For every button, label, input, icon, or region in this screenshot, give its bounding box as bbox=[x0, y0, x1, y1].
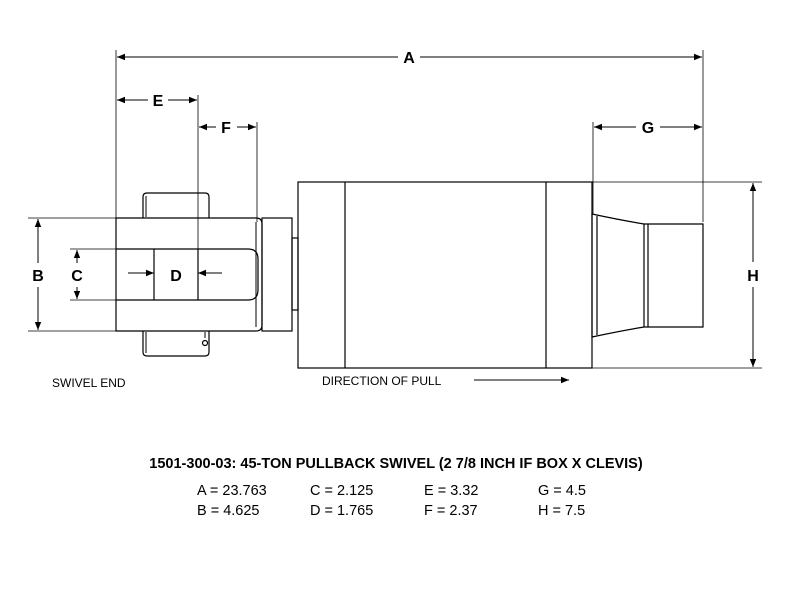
dimension-letters: A E F G B C D H bbox=[32, 50, 759, 285]
spec-c: C = 2.125 bbox=[310, 483, 374, 499]
direction-of-pull-label: DIRECTION OF PULL bbox=[322, 374, 442, 388]
clevis-shading bbox=[145, 196, 257, 353]
dim-label-b: B bbox=[32, 268, 44, 285]
clevis-body bbox=[115, 217, 263, 332]
dim-label-f: F bbox=[221, 120, 231, 137]
swivel-end-label: SWIVEL END bbox=[52, 376, 126, 390]
dimension-specs-table: A = 23.763 C = 2.125 E = 3.32 G = 4.5 B … bbox=[197, 481, 618, 521]
spec-a: A = 23.763 bbox=[197, 483, 267, 499]
swivel-main-body bbox=[297, 181, 593, 369]
clevis-slot bbox=[116, 248, 259, 301]
dim-label-a: A bbox=[403, 50, 415, 67]
box-end-taper bbox=[591, 213, 704, 338]
specs-row-1: A = 23.763 C = 2.125 E = 3.32 G = 4.5 bbox=[197, 481, 618, 501]
extension-lines bbox=[28, 50, 762, 369]
clevis-pin-top bbox=[142, 192, 210, 218]
clevis-pin-bottom bbox=[142, 331, 210, 357]
spec-g: G = 4.5 bbox=[538, 483, 586, 499]
clevis-swivel-end bbox=[115, 192, 263, 357]
dim-label-h: H bbox=[747, 268, 759, 285]
spec-h: H = 7.5 bbox=[538, 503, 586, 519]
dim-label-d: D bbox=[170, 268, 182, 285]
spec-e: E = 3.32 bbox=[424, 483, 479, 499]
dim-label-c: C bbox=[71, 268, 83, 285]
specs-row-2: B = 4.625 D = 1.765 F = 2.37 H = 7.5 bbox=[197, 501, 618, 521]
box-end bbox=[591, 213, 704, 338]
spec-d: D = 1.765 bbox=[310, 503, 374, 519]
dimension-lines bbox=[34, 53, 757, 384]
spec-b: B = 4.625 bbox=[197, 503, 260, 519]
dim-label-e: E bbox=[153, 93, 164, 110]
connector-flange bbox=[261, 217, 299, 332]
part-title: 1501-300-03: 45-TON PULLBACK SWIVEL (2 7… bbox=[149, 456, 643, 472]
dim-label-g: G bbox=[642, 120, 654, 137]
spec-f: F = 2.37 bbox=[424, 503, 478, 519]
